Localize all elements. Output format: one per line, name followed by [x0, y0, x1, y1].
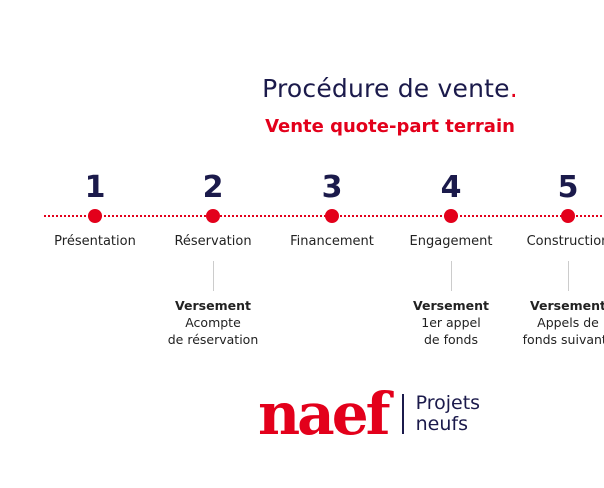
- logo-tagline-line1: Projets: [415, 392, 481, 414]
- timeline-step-2: 2 Réservation Versement Acompte de réser…: [133, 168, 293, 348]
- step-label: Engagement: [409, 234, 493, 249]
- step-marker: [444, 209, 458, 223]
- payment-title: Versement: [413, 298, 489, 313]
- payment-title: Versement: [175, 298, 251, 313]
- step-marker: [325, 209, 339, 223]
- title-text: Procédure de vente: [262, 74, 510, 103]
- title-dot: .: [509, 74, 518, 103]
- connector-line: [567, 261, 569, 291]
- payment-desc: de fonds: [423, 332, 479, 347]
- timeline-step-1: 1 Présentation: [15, 168, 175, 249]
- page-title: Procédure de vente.: [0, 74, 604, 103]
- payment-title: Versement: [530, 298, 604, 313]
- payment-desc: Acompte: [185, 315, 241, 330]
- step-number: 2: [202, 170, 224, 205]
- timeline-step-5: 5 Construction Versement Appels de fonds…: [488, 168, 604, 348]
- logo-wordmark: naef: [258, 380, 391, 448]
- logo-divider: [401, 394, 404, 434]
- payment-desc: Appels de: [537, 315, 599, 330]
- payment-desc: fonds suivants: [522, 332, 604, 347]
- logo-tagline-line2: neufs: [415, 413, 468, 435]
- step-label: Financement: [290, 234, 374, 249]
- step-label: Présentation: [54, 234, 136, 249]
- step-marker: [88, 209, 102, 223]
- timeline-step-3: 3 Financement: [252, 168, 412, 249]
- timeline-line: [44, 215, 604, 217]
- connector-line: [212, 261, 214, 291]
- step-label: Réservation: [174, 234, 252, 249]
- timeline-step-4: 4 Engagement Versement 1er appel de fond…: [371, 168, 531, 348]
- step-number: 3: [321, 170, 343, 205]
- step-number: 4: [440, 170, 462, 205]
- payment-desc: de réservation: [167, 332, 259, 347]
- step-number: 1: [84, 170, 106, 205]
- payment-desc: 1er appel: [421, 315, 481, 330]
- connector-line: [450, 261, 452, 291]
- logo-tagline: Projets neufs: [416, 393, 480, 435]
- naef-logo: naef Projets neufs: [258, 384, 480, 444]
- step-label: Construction: [526, 234, 604, 249]
- step-marker: [561, 209, 575, 223]
- page-subtitle: Vente quote-part terrain: [265, 116, 515, 137]
- step-number: 5: [557, 170, 579, 205]
- step-marker: [206, 209, 220, 223]
